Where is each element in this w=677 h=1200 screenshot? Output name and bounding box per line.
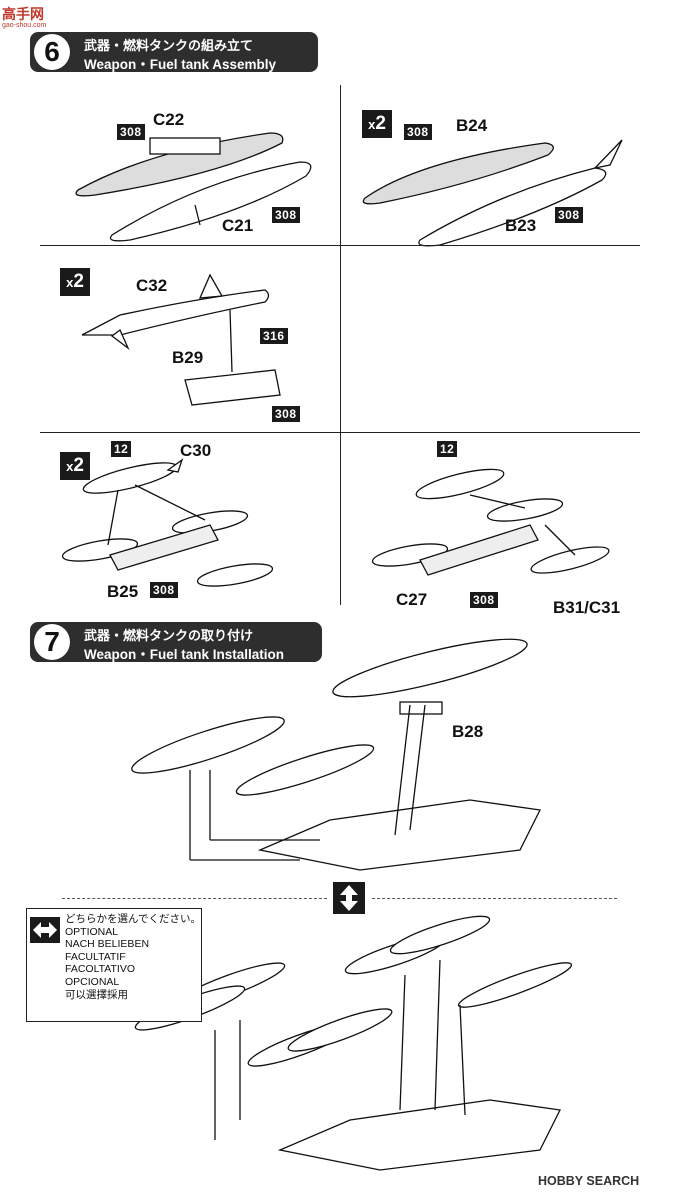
multiplier-x2-panel3: x2	[60, 268, 90, 296]
paint-308-b24: 308	[404, 124, 432, 140]
bomb-right-3	[530, 546, 610, 574]
hobbysearch-watermark: HOBBY SEARCH	[538, 1174, 640, 1188]
optional-line-zh: 可以選擇採用	[65, 988, 128, 1001]
optional-note-text: どちらかを選んでください。 OPTIONAL NACH BELIEBEN FAC…	[65, 913, 201, 1001]
part-c27: C27	[396, 590, 428, 609]
tank-b23-fin	[593, 139, 623, 170]
step6-header: 6 武器・燃料タンクの組み立て Weapon・Fuel tank Assembl…	[30, 32, 318, 72]
bomb-right-top	[415, 468, 505, 500]
pylon-b29	[184, 369, 281, 406]
multiplier-x2-panel2: x2	[362, 110, 392, 138]
missile-c32-fin-top	[198, 273, 224, 299]
step7-number: 7	[34, 624, 70, 660]
part-b28: B28	[452, 722, 484, 741]
wing-outline-upper	[257, 799, 541, 871]
step6-divider-row2	[40, 432, 640, 433]
tank-c21-half	[109, 161, 312, 242]
part-b23: B23	[505, 216, 537, 235]
step6-divider-vertical	[340, 85, 341, 605]
optional-line-en: OPTIONAL	[65, 925, 119, 938]
paint-12-right: 12	[437, 441, 458, 457]
part-c30: C30	[180, 441, 212, 460]
missile-mid	[235, 744, 375, 796]
tank-b24-half	[362, 142, 554, 205]
opt-bomb-m2	[389, 915, 491, 955]
c22-pylon	[149, 137, 221, 155]
step7-title-jp: 武器・燃料タンクの取り付け	[84, 628, 254, 643]
paint-12-left: 12	[111, 441, 132, 457]
optional-line-de: NACH BELIEBEN	[65, 938, 150, 951]
optional-arrows-icon	[30, 917, 60, 943]
multiplier-x2-panel4: x2	[60, 452, 90, 480]
part-c21: C21	[222, 216, 254, 235]
bomb-right-1	[371, 543, 449, 567]
part-b31-c31: B31/C31	[553, 598, 621, 617]
step7-title-en: Weapon・Fuel tank Installation	[84, 647, 285, 662]
step6-title-jp: 武器・燃料タンクの組み立て	[84, 38, 254, 53]
part-b29: B29	[172, 348, 204, 367]
paint-308-b29: 308	[272, 406, 300, 422]
part-c22: C22	[153, 110, 185, 129]
rack-c27	[419, 524, 539, 576]
part-b24: B24	[456, 116, 488, 135]
missile-c32	[81, 289, 270, 336]
bomb-right-2	[486, 498, 564, 522]
paint-308-c27: 308	[470, 592, 498, 608]
step6-divider-row1	[40, 245, 640, 246]
bomb-left-1	[61, 538, 139, 562]
optional-separator-right	[372, 898, 617, 899]
step6-title-en: Weapon・Fuel tank Assembly	[84, 57, 277, 72]
paint-308-c22: 308	[117, 124, 145, 140]
optional-line-fr: FACULTATIF	[65, 950, 126, 963]
opt-missile-r	[457, 962, 573, 1008]
step6-number: 6	[34, 34, 70, 70]
pylon-b28	[399, 701, 443, 715]
optional-separator-left	[62, 898, 327, 899]
rack-b25	[109, 524, 219, 571]
paint-308-b25: 308	[150, 582, 178, 598]
opt-bomb-c2	[287, 1008, 393, 1052]
step7-header: 7 武器・燃料タンクの取り付け Weapon・Fuel tank Install…	[30, 622, 322, 662]
optional-line-it: FACOLTATIVO	[65, 963, 136, 976]
paint-308-c21: 308	[272, 207, 300, 223]
bomb-left-3	[196, 563, 274, 587]
site-logo: 高手网	[2, 6, 44, 22]
paint-316: 316	[260, 328, 288, 344]
missile-c32-fin-bottom	[110, 328, 130, 351]
part-c32: C32	[136, 276, 168, 295]
site-logo-url: gao-shou.com	[2, 22, 47, 29]
tank-left	[131, 716, 285, 774]
wing-outline-lower	[277, 1099, 561, 1171]
paint-308-b23: 308	[555, 207, 583, 223]
optional-line-es: OPCIONAL	[65, 975, 120, 988]
optional-line-jp: どちらかを選んでください。	[65, 913, 201, 925]
tank-top-b28	[332, 638, 528, 698]
optional-note-box: どちらかを選んでください。 OPTIONAL NACH BELIEBEN FAC…	[26, 908, 202, 1022]
part-b25: B25	[107, 582, 139, 601]
